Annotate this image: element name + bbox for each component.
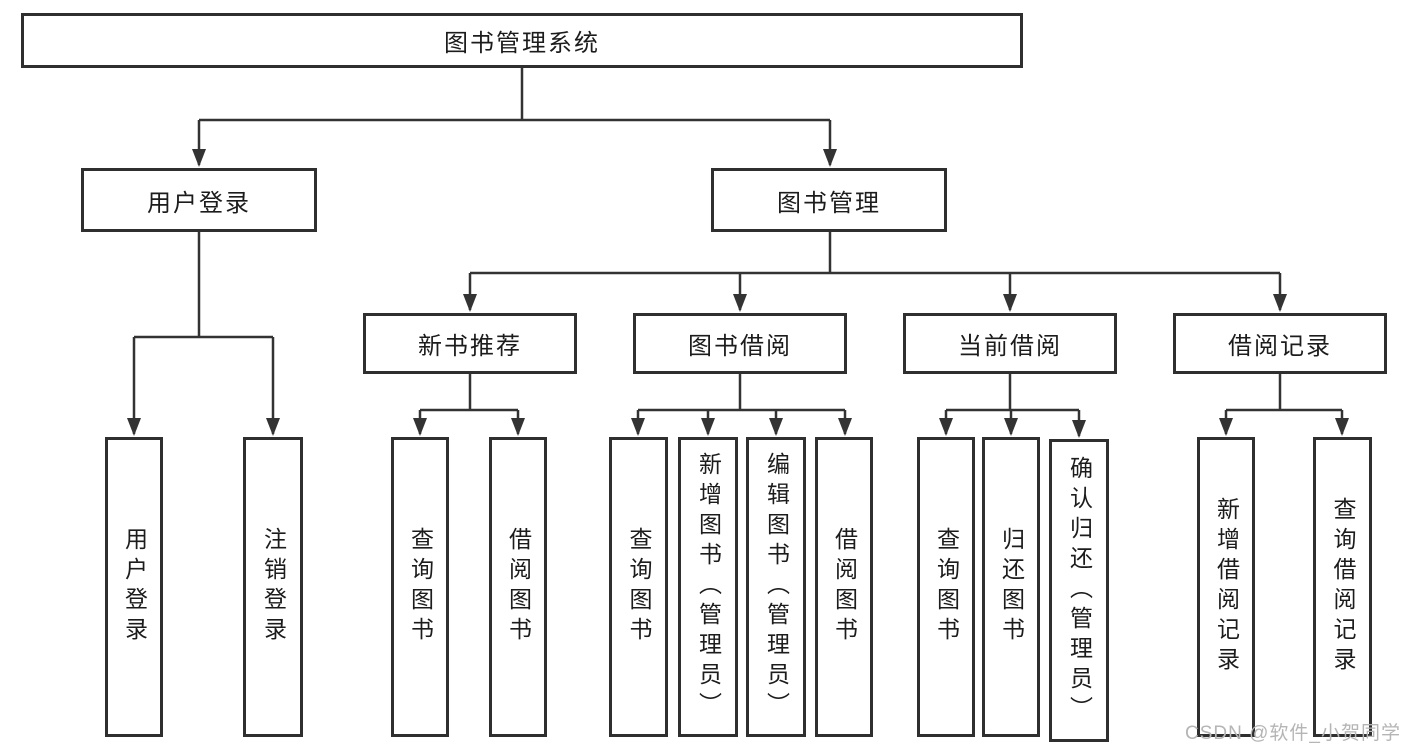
connector-root-to-level2 [192,68,837,167]
leaf-logout: 注销登录 [243,437,303,737]
connector-recommend-to-leaves [413,374,525,436]
leaf-query-books-borrow: 查询图书 [609,437,668,737]
node-book-borrow: 图书借阅 [633,313,847,374]
leaf-query-borrow-record: 查询借阅记录 [1313,437,1372,737]
leaf-add-borrow-record: 新增借阅记录 [1197,437,1255,737]
leaf-return-books: 归还图书 [982,437,1040,737]
connector-records-to-leaves [1219,374,1349,436]
connector-user-login-to-leaves [127,232,280,436]
leaf-borrow-books: 借阅图书 [815,437,873,737]
node-borrow-records: 借阅记录 [1173,313,1387,374]
csdn-watermark: CSDN @软件_小贺同学 [1185,723,1401,744]
node-root-system: 图书管理系统 [21,13,1023,68]
node-user-login: 用户登录 [81,168,317,232]
leaf-query-books-recommend: 查询图书 [391,437,449,737]
leaf-user-login: 用户登录 [105,437,163,737]
leaf-query-books-current: 查询图书 [917,437,975,737]
connector-book-mgmt-to-level3 [463,232,1287,312]
leaf-borrow-books-recommend: 借阅图书 [489,437,547,737]
leaf-confirm-return-admin: 确认归还（管理员） [1049,439,1109,742]
node-new-book-recommend: 新书推荐 [363,313,577,374]
leaf-edit-books-admin: 编辑图书（管理员） [746,437,806,737]
connector-current-to-leaves [939,374,1086,438]
node-current-borrow: 当前借阅 [903,313,1117,374]
leaf-add-books-admin: 新增图书（管理员） [678,437,738,737]
node-book-management: 图书管理 [711,168,947,232]
connector-borrow-to-leaves [631,374,852,436]
